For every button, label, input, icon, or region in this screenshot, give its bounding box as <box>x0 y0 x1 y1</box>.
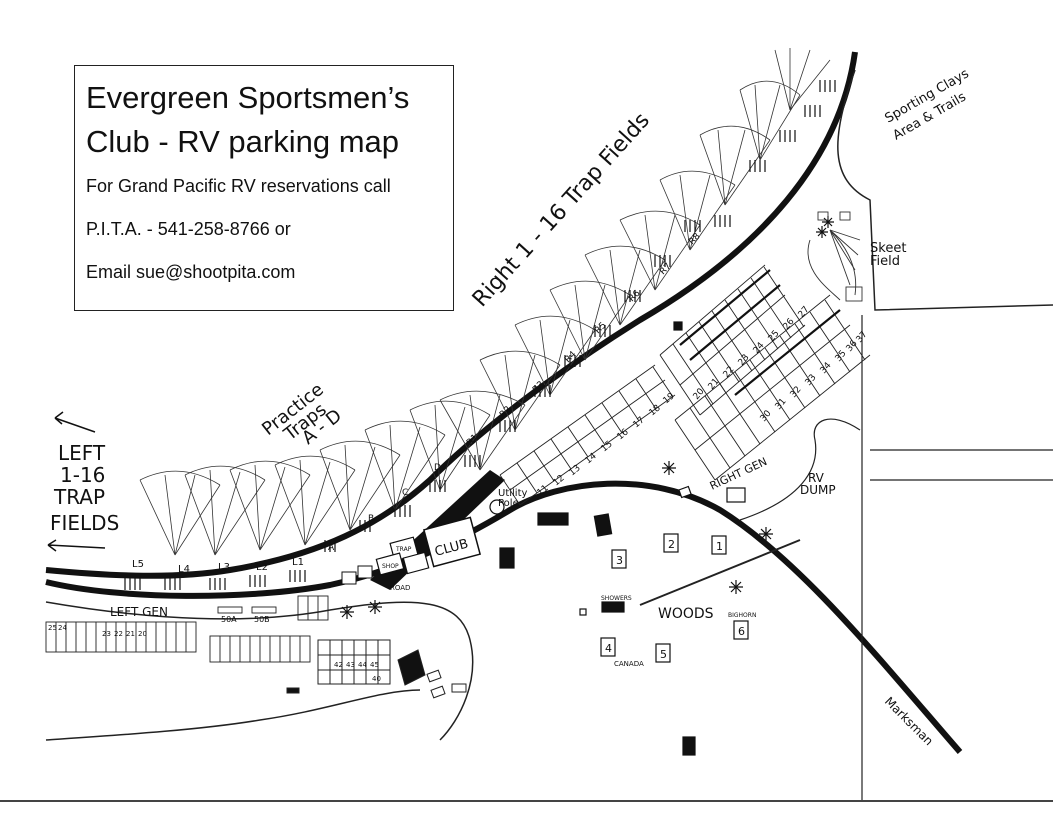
lower-road-edge <box>45 601 474 741</box>
woods-label: WOODS <box>658 606 714 622</box>
trees <box>340 216 834 619</box>
canada-label: CANADA <box>614 660 644 668</box>
practice-label-b: B <box>368 514 374 524</box>
lower-block-numbers: 30 31 32 33 34 35 36 37 <box>759 330 870 424</box>
bighorn-label: BIGHORN <box>728 612 756 619</box>
left-site-22: 22 <box>114 630 123 638</box>
side-road <box>639 539 801 606</box>
main-road-edge <box>45 480 963 754</box>
site-5: 5 <box>660 648 667 661</box>
practice-label-d: D <box>434 463 441 473</box>
bottom-divider <box>0 800 1053 802</box>
utility-label-2: Pole <box>498 498 519 509</box>
small-block-numbers: 42 43 44 45 40 <box>334 661 381 683</box>
reservation-email: Email sue@shootpita.com <box>86 262 296 282</box>
left-gen-label: LEFT GEN <box>110 605 168 619</box>
small-site-45: 45 <box>370 661 379 669</box>
left-label-l1: L1 <box>292 557 304 568</box>
site-19: 19 <box>662 391 677 406</box>
rv-sites-upper-block <box>659 264 806 416</box>
site-17: 17 <box>632 415 647 430</box>
site-27: 27 <box>797 305 812 320</box>
map-title-line-2: Club - RV parking map <box>86 124 400 159</box>
site-4: 4 <box>605 642 612 655</box>
left-site-25: 25 <box>48 624 57 632</box>
left-label-1: LEFT <box>58 441 106 465</box>
site-12: 12 <box>552 473 567 488</box>
site-26: 26 <box>782 317 797 332</box>
left-label-2: 1-16 <box>60 463 105 487</box>
left-label-4: FIELDS <box>50 511 119 535</box>
left-site-21: 21 <box>126 630 135 638</box>
showers-label: SHOWERS <box>601 595 632 602</box>
lower-left-site-block <box>286 639 467 699</box>
main-road <box>45 51 858 579</box>
road-label: ROAD <box>390 584 410 592</box>
site-25: 25 <box>767 329 782 344</box>
skeet-label-2: Field <box>870 254 900 269</box>
left-label-l5: L5 <box>132 559 144 570</box>
trap-houses <box>124 80 836 590</box>
left-label-l4: L4 <box>178 564 190 575</box>
site-6: 6 <box>738 625 745 638</box>
reservation-info: For Grand Pacific RV reservations call <box>86 176 391 196</box>
central-campground <box>499 321 749 756</box>
left-site-24: 24 <box>58 624 67 632</box>
left-row-numbers: 25 24 23 22 21 20 <box>48 624 147 638</box>
left-label-l3: L3 <box>218 562 230 573</box>
right-trap-fields <box>439 48 831 471</box>
right-trap-label: Right 1 - 16 Trap Fields <box>468 108 655 312</box>
left-site-20: 20 <box>138 630 147 638</box>
utility-label-1: Utility <box>498 488 527 499</box>
small-site-43: 43 <box>346 661 355 669</box>
small-site-44: 44 <box>358 661 367 669</box>
site-21: 21 <box>707 377 722 392</box>
trap-house-label: TRAP <box>395 546 412 553</box>
club-building <box>341 470 505 590</box>
small-site-42: 42 <box>334 661 343 669</box>
left-site-23: 23 <box>102 630 111 638</box>
slot-50b-label: 50B <box>254 615 270 624</box>
site-15: 15 <box>600 439 615 454</box>
slot-50a-label: 50A <box>221 615 237 624</box>
map-title-box: Evergreen Sportsmen’s Club - RV parking … <box>74 65 454 311</box>
rv-sites-front-row <box>499 364 676 506</box>
left-site-row <box>45 595 329 663</box>
left-label-l2: L2 <box>256 562 268 573</box>
site-20: 20 <box>692 387 707 402</box>
site-3: 3 <box>616 554 623 567</box>
site-2: 2 <box>668 538 675 551</box>
east-boundary-2 <box>861 315 1053 800</box>
practice-label-c: C <box>402 488 408 498</box>
east-boundary <box>837 69 1053 311</box>
small-site-40: 40 <box>372 675 381 683</box>
practice-trap-fields <box>139 400 491 556</box>
shop-label: SHOP <box>382 563 399 570</box>
site-16: 16 <box>616 427 631 442</box>
numbered-site-labels: 1 2 3 4 5 6 <box>605 538 745 661</box>
site-22: 22 <box>722 365 737 380</box>
rv-dump-label-2: DUMP <box>800 483 836 497</box>
lower-road-edge-2 <box>45 689 421 741</box>
site-23: 23 <box>737 353 752 368</box>
marksman-label: Marksman <box>882 694 936 748</box>
skeet-label-1: Skeet <box>870 241 906 256</box>
rv-sites-lower-block <box>674 294 871 481</box>
left-arrows <box>47 411 106 552</box>
dump-road <box>739 418 861 521</box>
rv-dump-label-1: RV <box>808 471 825 485</box>
skeet-field <box>807 211 863 302</box>
reservation-phone: P.I.T.A. - 541-258-8766 or <box>86 219 291 239</box>
map-title-line-1: Evergreen Sportsmen’s <box>86 80 410 115</box>
site-13: 13 <box>568 463 583 478</box>
left-label-3: TRAP <box>53 485 105 509</box>
site-1: 1 <box>716 540 723 553</box>
practice-label-a: A <box>328 543 335 553</box>
site-37: 37 <box>855 330 870 345</box>
